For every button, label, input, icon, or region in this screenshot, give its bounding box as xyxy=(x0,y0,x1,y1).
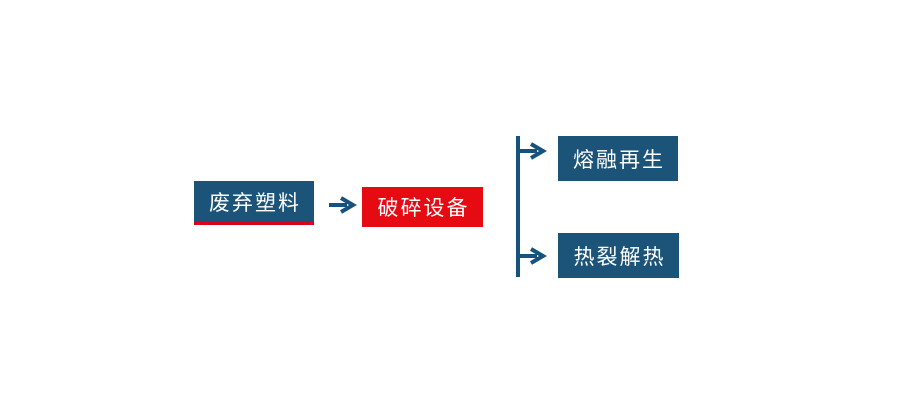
node-melt-regeneration-label: 熔融再生 xyxy=(573,148,665,172)
node-crushing-equipment: 破碎设备 xyxy=(362,187,483,227)
node-waste-plastic-label: 废弃塑料 xyxy=(209,191,301,215)
arrow-right-branch-top-icon xyxy=(520,142,547,160)
node-pyrolysis-heat: 热裂解热 xyxy=(558,233,679,278)
node-pyrolysis-heat-label: 热裂解热 xyxy=(573,245,666,269)
node-waste-plastic: 废弃塑料 xyxy=(194,181,314,225)
arrow-right-branch-bottom-icon xyxy=(520,247,547,265)
arrow-right-main-icon xyxy=(329,196,357,214)
node-crushing-equipment-label: 破碎设备 xyxy=(377,197,470,220)
node-melt-regeneration: 熔融再生 xyxy=(558,136,678,181)
